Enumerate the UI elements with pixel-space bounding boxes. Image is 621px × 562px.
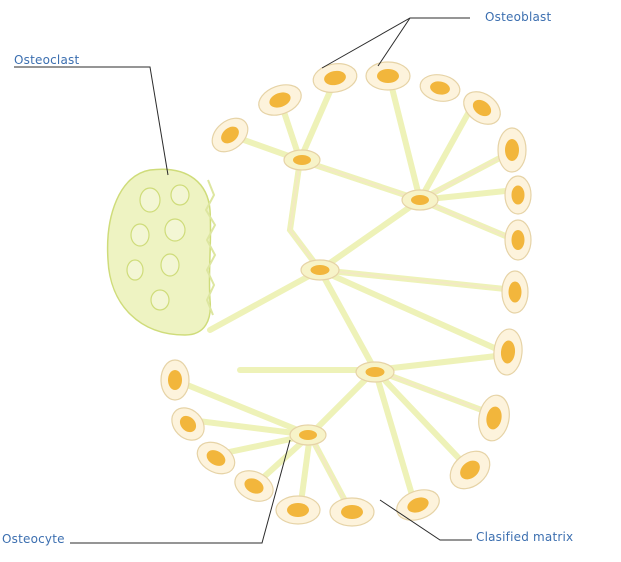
osteoblast-nucleus	[505, 139, 519, 161]
bone-cells	[161, 60, 531, 526]
osteoclast-leader	[14, 67, 168, 175]
osteoblast-nucleus	[377, 69, 399, 83]
osteoblast-leader-b	[378, 18, 410, 66]
osteoblast-8	[505, 220, 531, 260]
osteocyte-24	[356, 362, 394, 382]
osteoblast-leader-a	[322, 18, 470, 68]
osteocyte-nucleus	[299, 430, 317, 440]
osteoblast-7	[505, 176, 531, 214]
osteoclast-label: Osteoclast	[14, 53, 79, 67]
osteoblast-nucleus	[287, 503, 309, 517]
osteoblast-10	[492, 328, 524, 376]
osteoblast-nucleus	[512, 186, 525, 205]
osteocyte-22	[402, 190, 438, 210]
osteoblast-3	[366, 62, 410, 90]
osteocyte-21	[284, 150, 320, 170]
calcified-matrix-label: Clasified matrix	[476, 530, 573, 544]
osteoblast-18	[165, 401, 210, 446]
osteoblast-label: Osteoblast	[485, 10, 551, 24]
osteocyte-nucleus	[311, 265, 330, 275]
osteoblast-nucleus	[512, 230, 525, 250]
osteocyte-nucleus	[411, 195, 429, 205]
osteoblast-2	[311, 60, 359, 95]
osteoblast-14	[330, 498, 374, 526]
osteoblast-17	[192, 436, 241, 480]
osteoblast-15	[276, 496, 320, 524]
osteocyte-nucleus	[293, 155, 311, 165]
osteoblast-nucleus	[341, 505, 363, 519]
osteoblast-20	[206, 111, 255, 158]
osteoblast-4	[418, 72, 462, 105]
osteoblast-6	[498, 128, 526, 172]
osteoclast-cell	[108, 169, 215, 335]
osteoblast-nucleus	[168, 370, 182, 390]
osteoblast-11	[475, 393, 513, 444]
osteocyte-label: Osteocyte	[2, 532, 65, 546]
osteoblast-13	[393, 484, 444, 525]
osteocyte-25	[290, 425, 326, 445]
osteoblast-19	[161, 360, 189, 400]
osteocyte-nucleus	[366, 367, 385, 377]
osteoblast-9	[502, 271, 528, 313]
osteoblast-1	[255, 79, 306, 120]
osteocyte-23	[301, 260, 339, 280]
osteoblast-nucleus	[509, 282, 522, 303]
